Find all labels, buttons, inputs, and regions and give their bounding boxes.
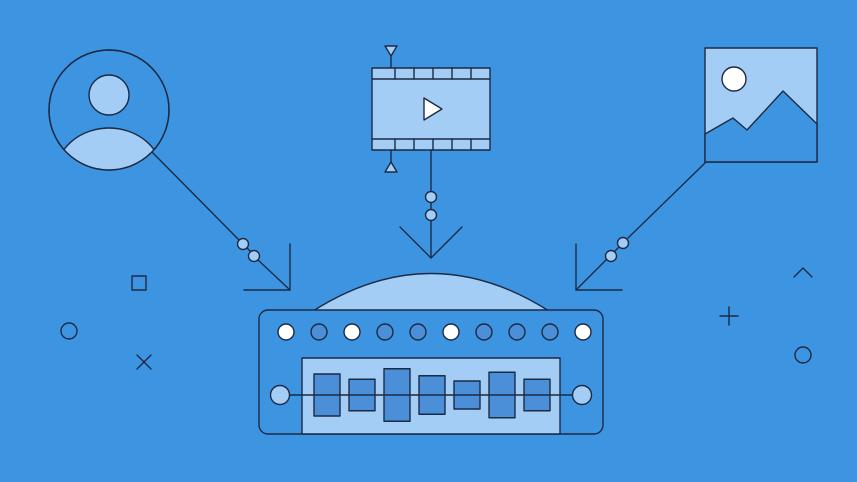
indicator-light [508,323,526,341]
video-film-icon [371,45,491,173]
square-icon [131,275,147,291]
indicator-light [541,323,559,341]
indicator-light [277,323,295,341]
indicator-light [574,323,592,341]
trim-top-marker-icon [384,45,398,57]
video-connector-line [399,149,463,259]
circle-icon [60,322,78,340]
image-landscape-icon [704,47,818,163]
indicator-light [409,323,427,341]
indicator-lights-row [277,323,592,341]
right-knob [571,384,593,406]
user-arrowhead-icon [243,243,291,291]
indicator-light [442,323,460,341]
trim-bottom-marker-icon [384,161,398,173]
user-avatar-icon [48,49,170,171]
left-knob [269,384,291,406]
media-processor-device [258,309,604,435]
image-arrowhead-icon [575,243,623,291]
indicator-light [475,323,493,341]
sun-icon [721,66,747,92]
circle-icon [794,346,812,364]
video-arrowhead-icon [399,226,463,259]
play-icon [423,97,443,121]
indicator-light [343,323,361,341]
image-connector-line [575,162,706,291]
indicator-light [376,323,394,341]
device-dome [312,272,550,312]
x-icon [136,354,152,370]
user-connector-line [149,149,291,291]
plus-icon [719,306,739,326]
chevron-up-icon [793,267,813,278]
indicator-light [310,323,328,341]
